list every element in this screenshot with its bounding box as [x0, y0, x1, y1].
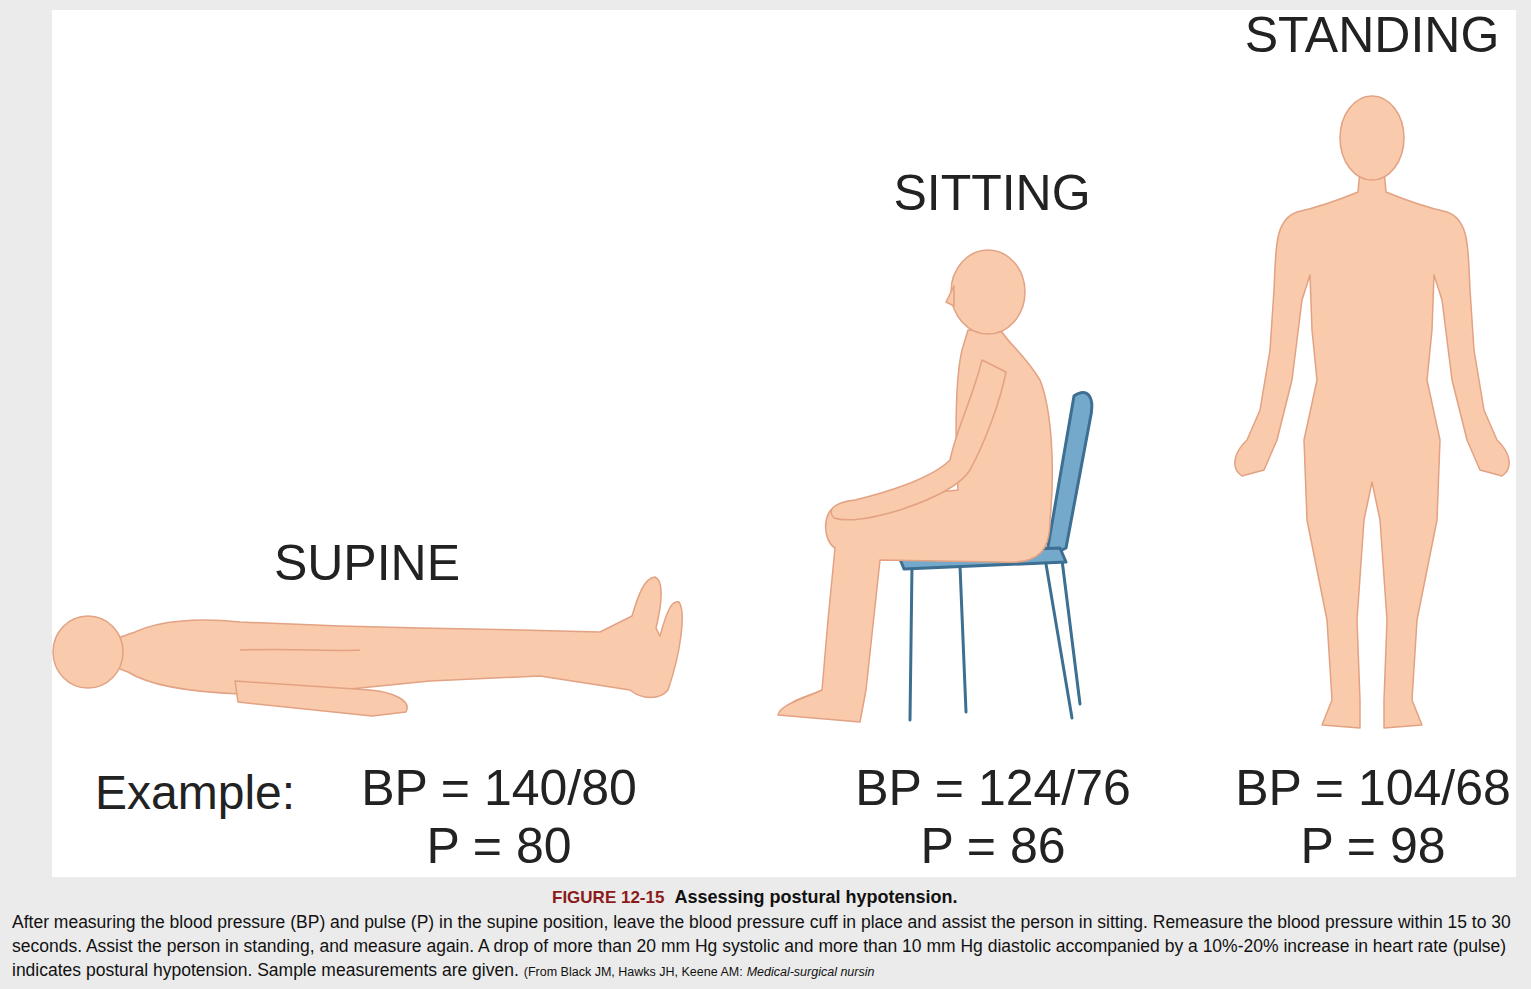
pulse-value: P = 86: [920, 821, 1065, 871]
blood-pressure-value: BP = 124/76: [855, 763, 1131, 813]
example-label: Example:: [95, 769, 295, 817]
figure-number: FIGURE 12-15: [552, 888, 664, 908]
figure-title: Assessing postural hypotension.: [674, 887, 957, 908]
pulse-value: P = 80: [426, 821, 571, 871]
citation: (From Black JM, Hawks JH, Keene AM:: [524, 965, 743, 979]
position-heading: STANDING: [1245, 10, 1500, 60]
caption-heading-row: FIGURE 12-15 Assessing postural hypotensi…: [552, 887, 958, 908]
position-heading: SUPINE: [274, 538, 460, 588]
supine-figure: [53, 577, 682, 716]
position-heading: SITTING: [893, 168, 1090, 218]
blood-pressure-value: BP = 140/80: [361, 763, 637, 813]
blood-pressure-value: BP = 104/68: [1235, 763, 1511, 813]
standing-figure: [1235, 96, 1509, 728]
citation: Medical-surgical nursin: [747, 965, 875, 979]
caption-paragraph: After measuring the blood pressure (BP) …: [12, 910, 1529, 984]
pulse-value: P = 98: [1300, 821, 1445, 871]
sitting-figure: [778, 250, 1052, 722]
figure-panel: [52, 10, 1516, 877]
